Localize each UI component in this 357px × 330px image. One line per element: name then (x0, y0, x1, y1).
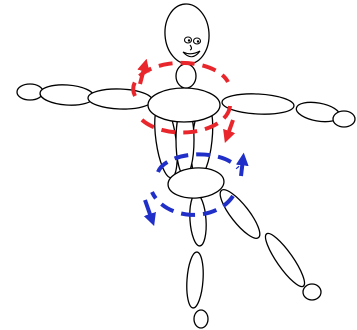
left-upper-arm (88, 88, 153, 110)
right-upper-arm (222, 92, 295, 116)
left-hand (17, 84, 43, 100)
right-thigh (214, 185, 265, 243)
shoulder-rotation-arrow-bottom (227, 120, 233, 137)
left-pupil (188, 39, 190, 41)
hip-rotation-arrow-right (241, 159, 243, 176)
shoulder-girdle (148, 88, 220, 122)
hip-rotation-arrow-left (145, 200, 152, 220)
left-shin (185, 252, 205, 309)
right-arm (222, 92, 355, 127)
shoulder-rotation-arrow-top (140, 65, 145, 84)
right-hand (333, 111, 355, 127)
right-pupil (197, 40, 199, 42)
neck (176, 64, 196, 88)
left-thigh (188, 194, 208, 247)
right-shin (260, 229, 310, 291)
right-foot (303, 284, 321, 300)
head (163, 3, 211, 66)
left-foot (194, 310, 208, 328)
left-forearm (39, 83, 94, 107)
